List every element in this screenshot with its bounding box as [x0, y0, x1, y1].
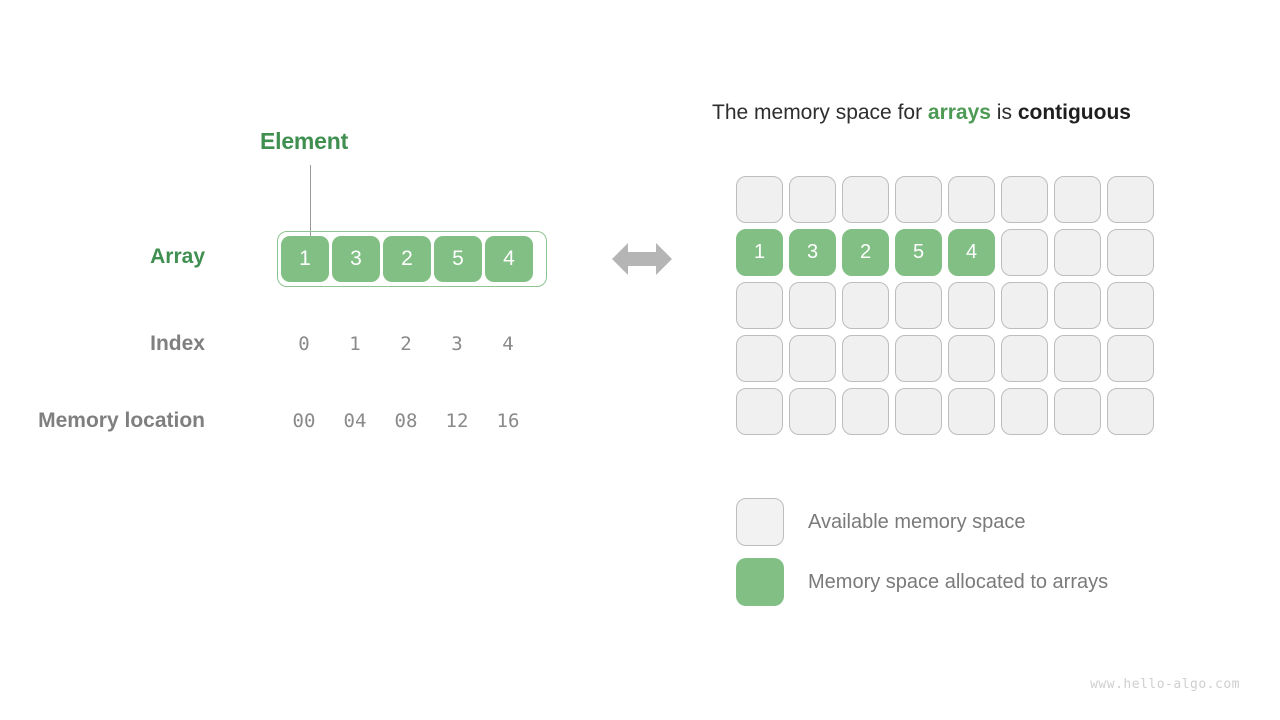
- index-value: 3: [451, 333, 463, 355]
- memory-cell-available: [1107, 176, 1154, 223]
- memory-cell-available: [842, 388, 889, 435]
- watermark: www.hello-algo.com: [1090, 677, 1240, 692]
- memory-cell-available: [1107, 335, 1154, 382]
- memory-cell-available: [1054, 335, 1101, 382]
- memory-cell-available: [736, 388, 783, 435]
- memory-cell-available: [736, 282, 783, 329]
- array-cell: 4: [485, 236, 533, 282]
- memory-title-arrays-highlight: arrays: [927, 101, 991, 124]
- memory-cell-available: [895, 176, 942, 223]
- memory-cell-available: [789, 282, 836, 329]
- memory-cell-allocated: 1: [736, 229, 783, 276]
- memory-title-contiguous-highlight: contiguous: [1017, 101, 1131, 124]
- index-value: 0: [298, 333, 310, 355]
- element-callout-label: Element: [260, 128, 349, 154]
- memory-layout-panel: The memory space for arrays is contiguou…: [712, 0, 1212, 720]
- index-value: 1: [349, 333, 361, 355]
- memory-cell-available: [1107, 229, 1154, 276]
- memory-cell-available: [1001, 388, 1048, 435]
- memory-cell-available: [1054, 388, 1101, 435]
- memory-location-value: 04: [343, 410, 367, 432]
- memory-title-middle: is: [990, 101, 1018, 124]
- memory-cell-available: [842, 176, 889, 223]
- memory-cell-available: [789, 335, 836, 382]
- legend-label: Available memory space: [808, 510, 1026, 533]
- memory-location-value: 12: [445, 410, 469, 432]
- memory-cell-available: [842, 335, 889, 382]
- element-callout-connector-line: [310, 165, 311, 243]
- memory-title-prefix: The memory space for: [712, 101, 928, 124]
- memory-cell-available: [736, 176, 783, 223]
- memory-cell-available: [1001, 176, 1048, 223]
- index-value: 2: [400, 333, 412, 355]
- memory-cell-allocated: 4: [948, 229, 995, 276]
- memory-cell-available: [1001, 335, 1048, 382]
- memory-cell-available: [1107, 388, 1154, 435]
- memory-cell-allocated: 5: [895, 229, 942, 276]
- memory-cell-allocated: 2: [842, 229, 889, 276]
- memory-cell-available: [1001, 229, 1048, 276]
- legend-row: Memory space allocated to arrays: [736, 552, 1108, 612]
- memory-location-row-label: Memory location: [38, 409, 205, 432]
- memory-cell-available: [1054, 176, 1101, 223]
- legend-swatch-allocated: [736, 558, 784, 606]
- memory-location-value: 16: [496, 410, 520, 432]
- array-row-label: Array: [150, 245, 205, 268]
- memory-cell-available: [789, 176, 836, 223]
- memory-cell-available: [948, 335, 995, 382]
- memory-location-value: 00: [292, 410, 316, 432]
- index-value: 4: [502, 333, 514, 355]
- double-headed-arrow-icon: [612, 243, 672, 275]
- legend-row: Available memory space: [736, 492, 1108, 552]
- memory-cell-available: [948, 282, 995, 329]
- memory-cell-allocated: 3: [789, 229, 836, 276]
- memory-cell-available: [789, 388, 836, 435]
- array-cell: 2: [383, 236, 431, 282]
- index-row-label: Index: [150, 332, 205, 355]
- memory-cell-available: [1054, 229, 1101, 276]
- memory-cell-available: [1107, 282, 1154, 329]
- memory-location-values-row: 00 04 08 12 16: [277, 410, 547, 432]
- memory-cell-available: [736, 335, 783, 382]
- legend-swatch-available: [736, 498, 784, 546]
- array-cell: 5: [434, 236, 482, 282]
- memory-cell-available: [895, 282, 942, 329]
- memory-cell-available: [1054, 282, 1101, 329]
- array-cell: 3: [332, 236, 380, 282]
- memory-cell-available: [895, 388, 942, 435]
- index-values-row: 0 1 2 3 4: [277, 333, 547, 355]
- memory-cell-available: [842, 282, 889, 329]
- memory-cell-available: [948, 176, 995, 223]
- memory-cell-available: [895, 335, 942, 382]
- legend-label: Memory space allocated to arrays: [808, 570, 1109, 593]
- memory-cell-available: [948, 388, 995, 435]
- memory-location-value: 08: [394, 410, 418, 432]
- array-cell: 1: [281, 236, 329, 282]
- memory-title: The memory space for arrays is contiguou…: [712, 101, 1131, 125]
- memory-cell-available: [1001, 282, 1048, 329]
